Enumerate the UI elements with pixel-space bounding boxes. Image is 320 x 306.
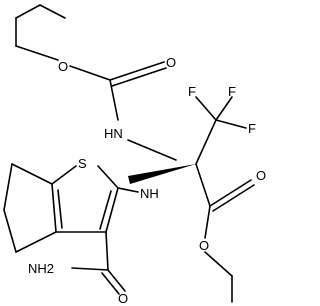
atom-label-s: S xyxy=(78,156,87,171)
bond-s-c7a xyxy=(51,165,77,185)
bond-c-o-single-right xyxy=(204,205,211,239)
atom-label-f-left: F xyxy=(188,84,196,99)
bond-c2-c3-double xyxy=(99,190,112,230)
bond-c-o-double-right-1 xyxy=(209,179,252,207)
atom-label-f-right: F xyxy=(228,84,236,99)
bond-cf3-f-left xyxy=(195,96,217,121)
bond-ethyl-top-1 xyxy=(39,4,66,19)
bond-ethyl-top-2 xyxy=(15,4,41,19)
wedge-bond xyxy=(128,164,196,184)
atom-label-o-carbonyl-top: O xyxy=(166,55,176,70)
bond-cq-c-ester xyxy=(195,163,211,207)
bond-c-o-double-2 xyxy=(111,67,167,87)
bond-c2-c3 xyxy=(105,187,119,233)
bond-cq-cf3 xyxy=(195,119,217,165)
bond-c7a-c7 xyxy=(11,163,53,185)
bond-c3a-c7a xyxy=(51,183,57,233)
atom-label-o-ester-top: O xyxy=(58,59,68,74)
bond-c-amide-o-1 xyxy=(105,270,108,276)
bond-c-o-double-1 xyxy=(109,61,165,81)
bond-o-ch2-right xyxy=(204,251,233,277)
bond-c3-c-amide xyxy=(105,231,109,271)
atom-label-nh-amine: NH xyxy=(140,186,159,201)
atom-label-o-amide: O xyxy=(118,291,128,306)
bond-c2-nh xyxy=(117,187,139,193)
bond-ch2-o-top xyxy=(15,45,59,61)
bond-o-c-carbamate xyxy=(69,65,111,81)
bond-cf3-f-right xyxy=(215,96,233,121)
atom-label-nh2-amide: NH2 xyxy=(28,261,54,276)
bond-c-amide-o-d2 xyxy=(101,272,120,295)
atom-label-o-carbonyl-right: O xyxy=(256,168,266,183)
molecule-structure: O O HN F F F NH S O O NH2 O xyxy=(3,4,266,306)
bond-c-nh-carbamate xyxy=(109,79,119,121)
bond-c-o-double-right-2 xyxy=(212,184,255,212)
bond-c6-c5 xyxy=(3,209,17,253)
atom-label-o-ester-right: O xyxy=(199,238,209,253)
structure-page: O O HN F F F NH S O O NH2 O xyxy=(3,4,267,306)
bond-c-amide-nh2 xyxy=(71,267,109,271)
bond-c5-c4 xyxy=(15,231,57,253)
bond-c7-c6 xyxy=(3,163,13,211)
bond-c3a-c7a-double xyxy=(57,189,63,229)
bond-nh-cq xyxy=(127,139,177,161)
atom-label-f-lower: F xyxy=(248,121,256,136)
bond-c-amide-o-d1 xyxy=(107,269,126,292)
bond-c2-s xyxy=(97,165,119,189)
bond-cf3-f-lower xyxy=(215,119,247,129)
atom-label-nh-carbamate: HN xyxy=(104,126,123,141)
